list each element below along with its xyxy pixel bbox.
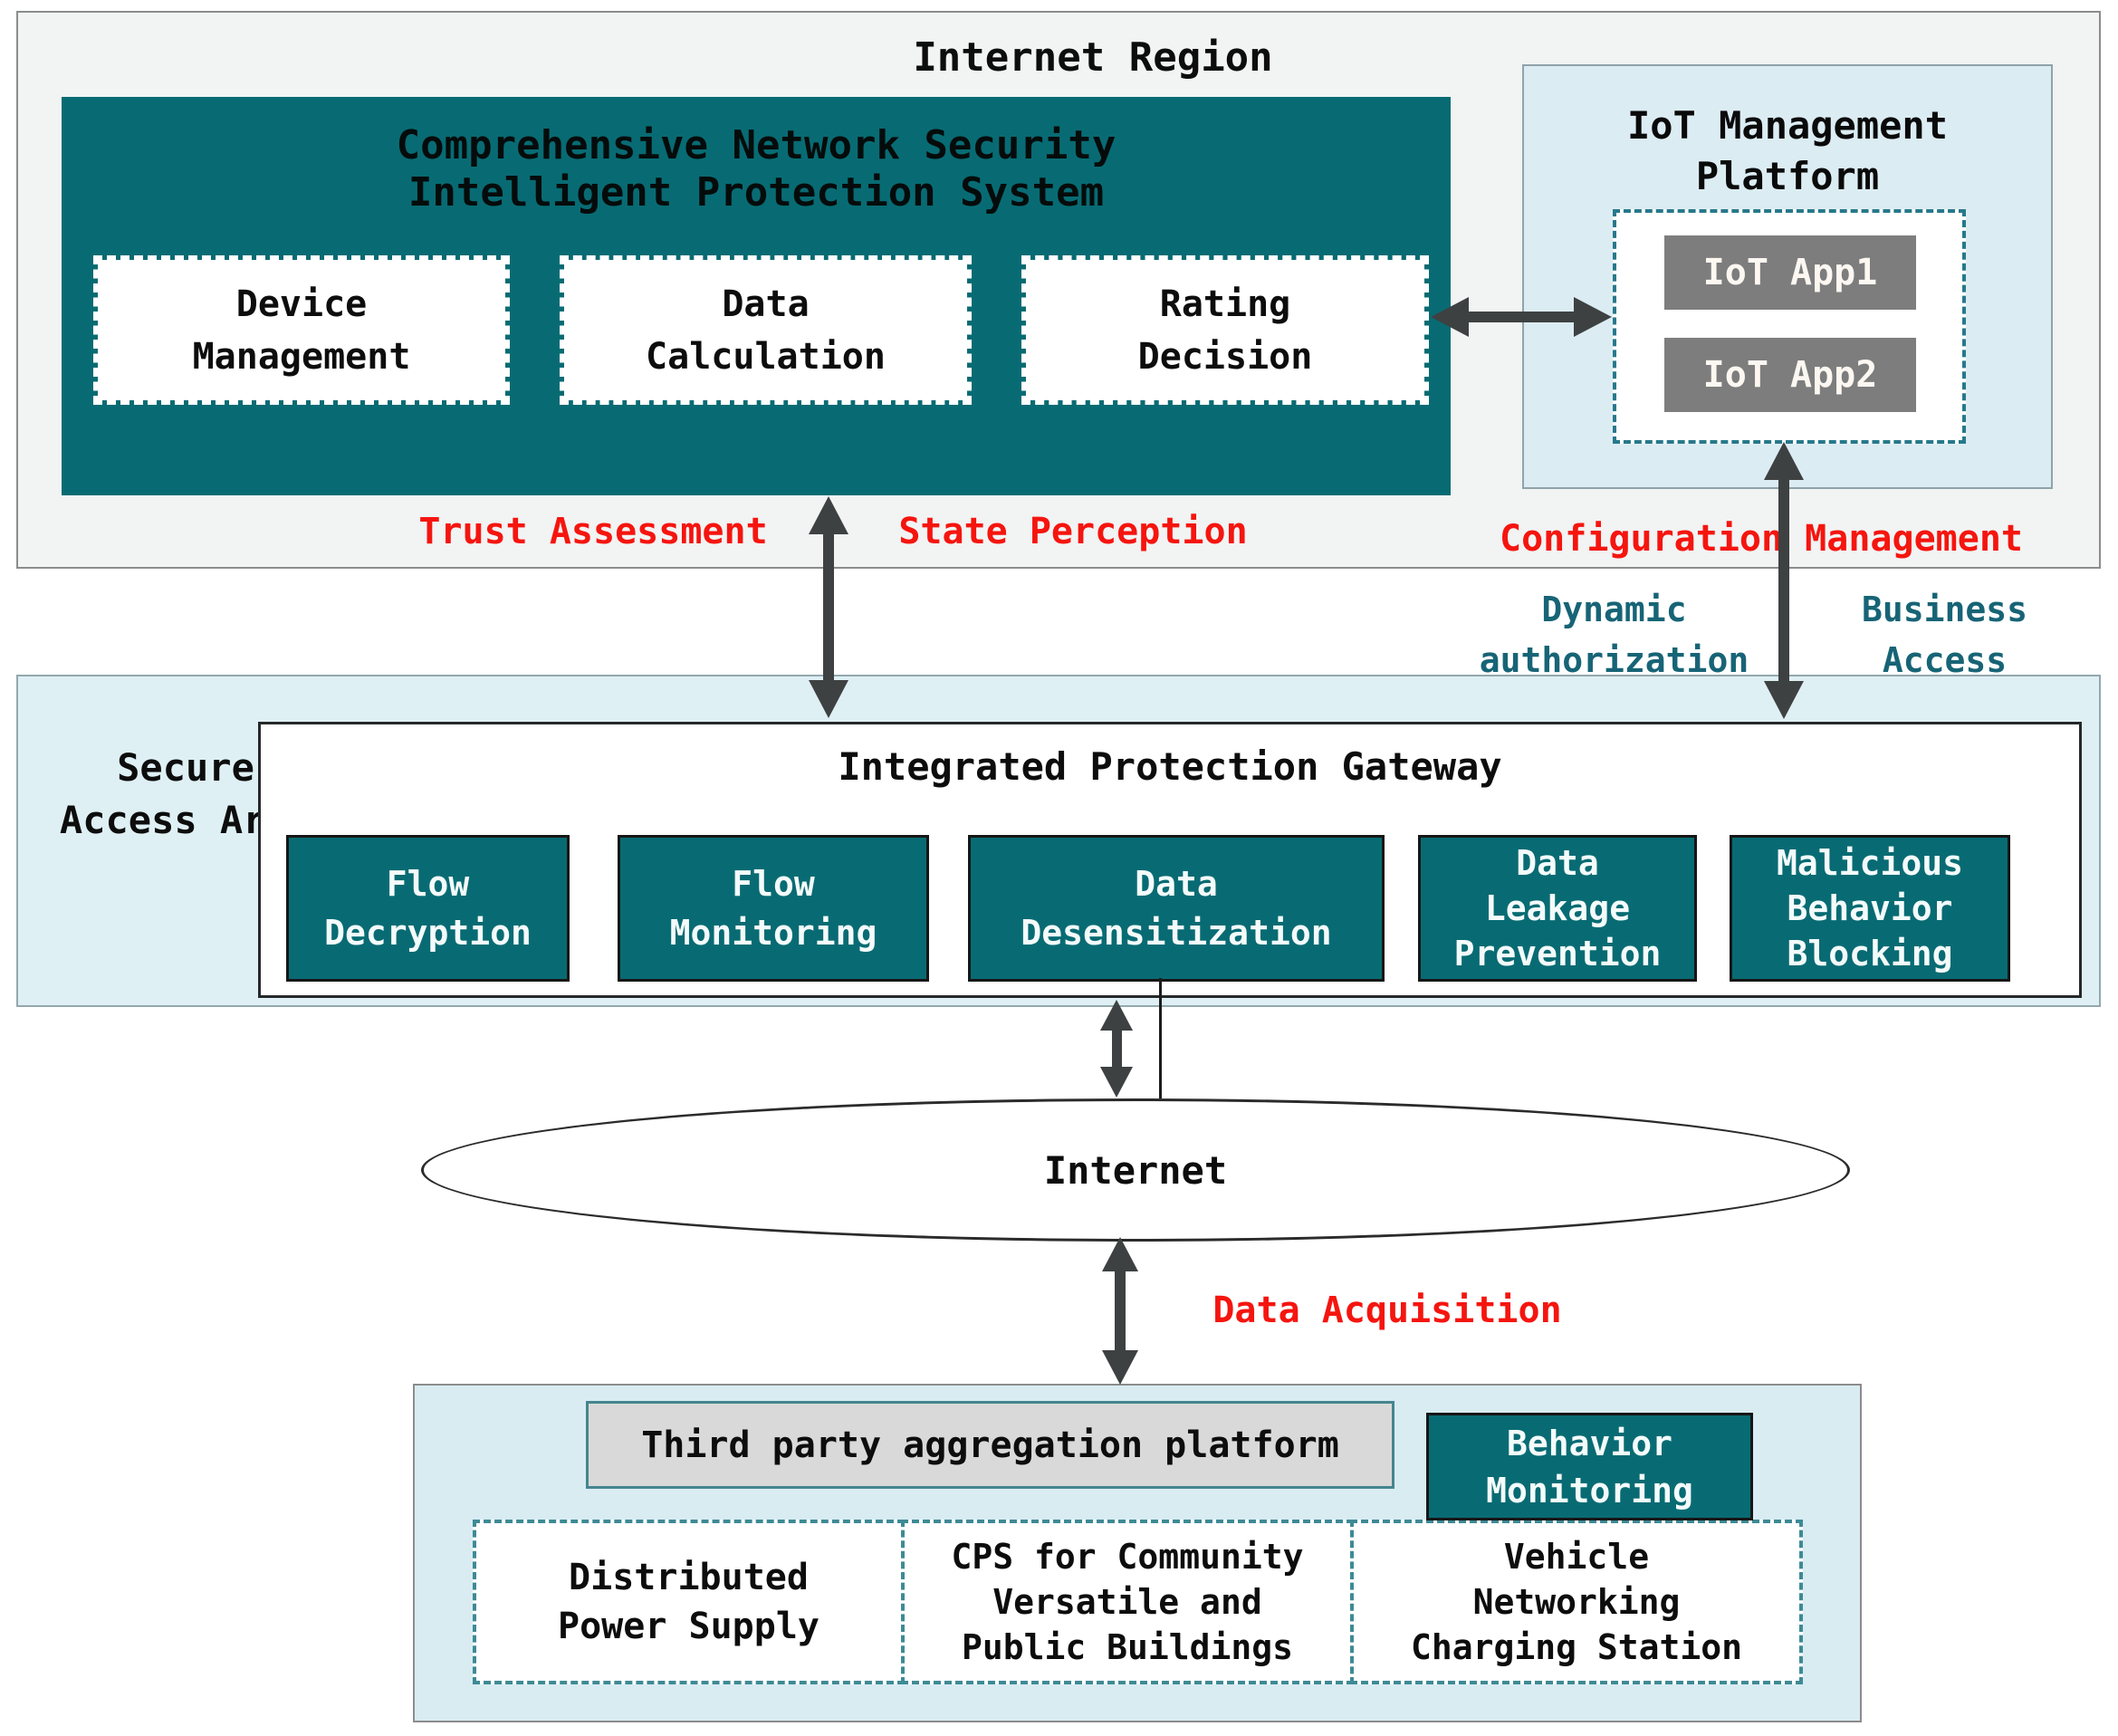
terminal-line: Versatile and [992,1582,1262,1622]
terminal-line: Networking [1472,1582,1681,1622]
gateway-module-line: Monitoring [669,913,877,953]
gateway-title: Integrated Protection Gateway [838,744,1502,789]
internet-region-title: Internet Region [913,34,1273,81]
iot-app1-box: IoT App1 [1664,235,1916,310]
module-data-calculation: Data Calculation [560,255,972,405]
module-label-line: Rating [1159,283,1291,325]
gateway-module-flow-decryption: Flow Decryption [286,835,570,982]
module-label-line: Data [722,283,810,325]
terminal-line: Vehicle [1503,1537,1650,1577]
terminal-line: CPS for Community [951,1537,1304,1577]
third-party-aggregation-platform-label: Third party aggregation platform [641,1424,1339,1466]
module-label-line: Device [235,283,368,325]
internet-cloud-label: Internet [1043,1147,1228,1193]
gateway-module-line: Flow [386,864,470,904]
iot-platform-title-line1: IoT Management [1626,103,1948,148]
terminal-distributed-power-supply: Distributed Power Supply [473,1520,905,1684]
module-label-line: Management [192,335,411,378]
gateway-module-line: Behavior [1787,888,1953,928]
protection-system-title-line2: Intelligent Protection System [407,169,1105,216]
terminal-region-box: Third party aggregation platform Behavio… [413,1384,1862,1722]
terminal-line: Public Buildings [961,1627,1294,1667]
gateway-module-line: Prevention [1453,934,1662,974]
dynamic-authorization-line2: authorization [1479,640,1749,680]
iot-apps-dashed-box: IoT App1 IoT App2 [1613,209,1966,444]
iot-platform-title: IoT Management Platform [1524,101,2051,202]
data-acquisition-label: Data Acquisition [1212,1290,1562,1331]
module-label-line: Decision [1137,335,1313,378]
terminal-cps-community-buildings: CPS for Community Versatile and Public B… [901,1520,1354,1684]
gateway-module-line: Data [1516,843,1599,883]
protection-system-box: Comprehensive Network Security Intellige… [62,97,1451,495]
iot-platform-title-line2: Platform [1695,154,1880,198]
internet-cloud: Internet [421,1098,1850,1242]
gateway-module-flow-monitoring: Flow Monitoring [618,835,929,982]
terminal-line: Power Supply [558,1606,819,1647]
trust-assessment-label: Trust Assessment [418,511,768,552]
iot-platform-box: IoT Management Platform IoT App1 IoT App… [1522,64,2053,489]
gateway-module-line: Desensitization [1021,913,1332,953]
protection-system-title-line1: Comprehensive Network Security [396,122,1117,168]
gateway-box: Integrated Protection Gateway Flow Decry… [258,722,2082,998]
gateway-module-line: Blocking [1787,934,1953,974]
behavior-monitoring-box: Behavior Monitoring [1426,1413,1753,1520]
iot-app2-label: IoT App2 [1702,354,1878,396]
gateway-module-malicious-behavior-blocking: Malicious Behavior Blocking [1730,835,2010,982]
module-rating-decision: Rating Decision [1021,255,1429,405]
arrow-gateway-to-internet [1100,1000,1133,1098]
behavior-monitoring-line2: Monitoring [1486,1470,1693,1511]
internet-region-box: Internet Region Comprehensive Network Se… [16,11,2101,569]
third-party-aggregation-platform-box: Third party aggregation platform [586,1401,1394,1489]
arrow-data-acquisition [1102,1237,1138,1385]
dynamic-authorization-line1: Dynamic [1541,590,1687,629]
gateway-module-line: Flow [732,864,815,904]
gateway-module-line: Leakage [1484,888,1631,928]
gateway-module-data-leakage-prevention: Data Leakage Prevention [1418,835,1697,982]
gateway-module-data-desensitization: Data Desensitization [968,835,1385,982]
gateway-module-line: Decryption [324,913,532,953]
behavior-monitoring-line1: Behavior [1506,1423,1673,1463]
terminal-line: Charging Station [1410,1627,1743,1667]
business-access-label: Business Access [1811,584,2078,686]
gateway-module-line: Malicious [1777,843,1963,883]
dynamic-authorization-label: Dynamic authorization [1435,584,1793,686]
module-label-line: Calculation [646,335,886,378]
terminal-vehicle-charging-station: Vehicle Networking Charging Station [1350,1520,1803,1684]
secure-access-area-box: Secure Access Area Integrated Protection… [16,675,2101,1007]
iot-app2-box: IoT App2 [1664,338,1916,412]
protection-system-title: Comprehensive Network Security Intellige… [62,122,1451,216]
iot-app1-label: IoT App1 [1702,252,1878,293]
business-access-line1: Business [1861,590,2028,629]
state-perception-label: State Perception [898,511,1248,552]
terminal-line: Distributed [569,1557,809,1598]
gateway-module-line: Data [1135,864,1218,904]
business-access-line2: Access [1882,640,2008,680]
secure-access-area-label-line1: Secure [117,745,254,790]
module-device-management: Device Management [93,255,510,405]
configuration-management-label: Configuration Management [1500,518,2023,560]
